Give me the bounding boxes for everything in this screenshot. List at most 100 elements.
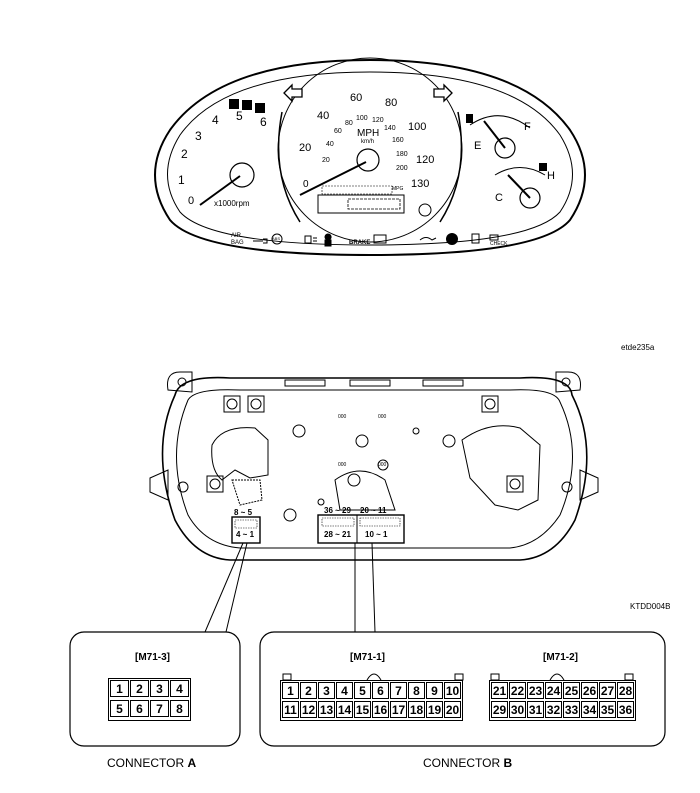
odometer-display [317, 194, 405, 214]
mph-40: 40 [317, 110, 330, 122]
pin-b-9: 9 [426, 682, 443, 699]
abs-warning-icon [271, 233, 283, 245]
tach-label-3: 3 [195, 129, 202, 143]
pin-b-30: 30 [509, 701, 526, 718]
pin-b-33: 33 [563, 701, 580, 718]
fuel-full-label: F [524, 121, 531, 133]
mph-60: 60 [350, 92, 363, 104]
mpg-unit: MPG [392, 186, 404, 192]
pin-b-36: 36 [617, 701, 634, 718]
left-turn-signal-icon [283, 83, 303, 103]
pin-a-6: 6 [130, 700, 149, 717]
tach-label-0: 0 [188, 195, 195, 207]
kmh-unit: km/h [361, 139, 375, 145]
pin-b-23: 23 [527, 682, 544, 699]
pin-b-34: 34 [581, 701, 598, 718]
pin-b-16: 16 [372, 701, 389, 718]
pin-a-3: 3 [150, 680, 169, 697]
pin-b-7: 7 [390, 682, 407, 699]
pin-b-24: 24 [545, 682, 562, 699]
kmh-60: 60 [334, 128, 342, 135]
pin-a-7: 7 [150, 700, 169, 717]
connector-a-pins: 1 2 3 4 5 6 7 8 [108, 678, 191, 721]
mph-120: 120 [416, 154, 435, 166]
connector-b1-pins: 1 2 3 4 5 6 7 8 9 10 11 12 13 14 15 16 1… [280, 680, 463, 721]
pin-b-4: 4 [336, 682, 353, 699]
pin-b-8: 8 [408, 682, 425, 699]
pin-b-19: 19 [426, 701, 443, 718]
connector-b-caption: CONNECTOR B [423, 756, 512, 770]
key-icon [253, 238, 268, 244]
tach-label-5: 5 [236, 109, 243, 123]
pin-b-35: 35 [599, 701, 616, 718]
pin-a-5: 5 [110, 700, 129, 717]
fuel-low-icon [471, 233, 480, 244]
connector-a-caption-prefix: CONNECTOR [107, 756, 188, 770]
kmh-80: 80 [345, 120, 353, 127]
svg-text:000: 000 [338, 462, 347, 468]
tach-label-1: 1 [178, 173, 185, 187]
mph-130: 130 [411, 178, 430, 190]
mph-unit: MPH [357, 128, 380, 139]
kmh-140: 140 [384, 125, 396, 132]
check-warning-label: CHECK [490, 241, 508, 247]
connector-a-caption-letter: A [187, 756, 197, 770]
mph-80: 80 [385, 97, 398, 109]
rear-conn-a-bottom: 4 ~ 1 [236, 530, 255, 539]
tach-label-2: 2 [181, 147, 188, 161]
pin-b-20: 20 [444, 701, 461, 718]
headlight-icon [304, 235, 317, 244]
connector-b-caption-letter: B [503, 756, 513, 770]
pin-b-29: 29 [491, 701, 508, 718]
pin-b-2: 2 [300, 682, 317, 699]
brake-warning-label: BRAKE [349, 240, 371, 246]
temp-cold-label: C [495, 192, 503, 204]
pin-b-14: 14 [336, 701, 353, 718]
speedo-needle [299, 161, 367, 196]
pin-b-1: 1 [282, 682, 299, 699]
mph-0: 0 [303, 179, 309, 190]
pin-a-2: 2 [130, 680, 149, 697]
pin-b-32: 32 [545, 701, 562, 718]
pin-b-6: 6 [372, 682, 389, 699]
fuel-pump-icon [466, 114, 473, 123]
warning-lights-row [253, 233, 499, 247]
pin-b-18: 18 [408, 701, 425, 718]
connector-b2-title: [M71-2] [543, 652, 579, 663]
pin-b-27: 27 [599, 682, 616, 699]
pin-b-21: 21 [491, 682, 508, 699]
kmh-100: 100 [356, 115, 368, 122]
mph-100: 100 [408, 121, 427, 133]
tach-needle [199, 175, 241, 206]
tach-label-4: 4 [212, 113, 219, 127]
pin-b-5: 5 [354, 682, 371, 699]
rear-conn-b1-bottom: 28 ~ 21 [324, 530, 351, 539]
kmh-20: 20 [322, 157, 330, 164]
abs-warning-label: ABS [272, 236, 281, 241]
connector-a-caption: CONNECTOR A [107, 756, 196, 770]
tach-unit: x1000rpm [214, 199, 250, 208]
tach-label-6: 6 [260, 115, 267, 129]
pin-a-8: 8 [170, 700, 189, 717]
pin-a-1: 1 [110, 680, 129, 697]
figure-code-bottom: KTDD004B [630, 602, 671, 611]
right-turn-signal-icon [433, 83, 453, 103]
connector-b-box [259, 631, 666, 747]
svg-text:000: 000 [378, 414, 387, 420]
check-engine-icon [489, 234, 499, 241]
connector-a-title: [M71-3] [135, 652, 171, 663]
fuel-empty-label: E [474, 140, 482, 152]
connector-a-box [69, 631, 241, 747]
kmh-180: 180 [396, 151, 408, 158]
kmh-40: 40 [326, 141, 334, 148]
pin-a-4: 4 [170, 680, 189, 697]
pin-b-25: 25 [563, 682, 580, 699]
oil-pressure-icon [419, 237, 437, 241]
mph-20: 20 [299, 142, 312, 154]
connector-b-caption-prefix: CONNECTOR [423, 756, 504, 770]
pin-b-11: 11 [282, 701, 299, 718]
rear-conn-a-top: 8 ~ 5 [234, 508, 253, 517]
door-ajar-icon [446, 233, 458, 245]
pin-b-13: 13 [318, 701, 335, 718]
